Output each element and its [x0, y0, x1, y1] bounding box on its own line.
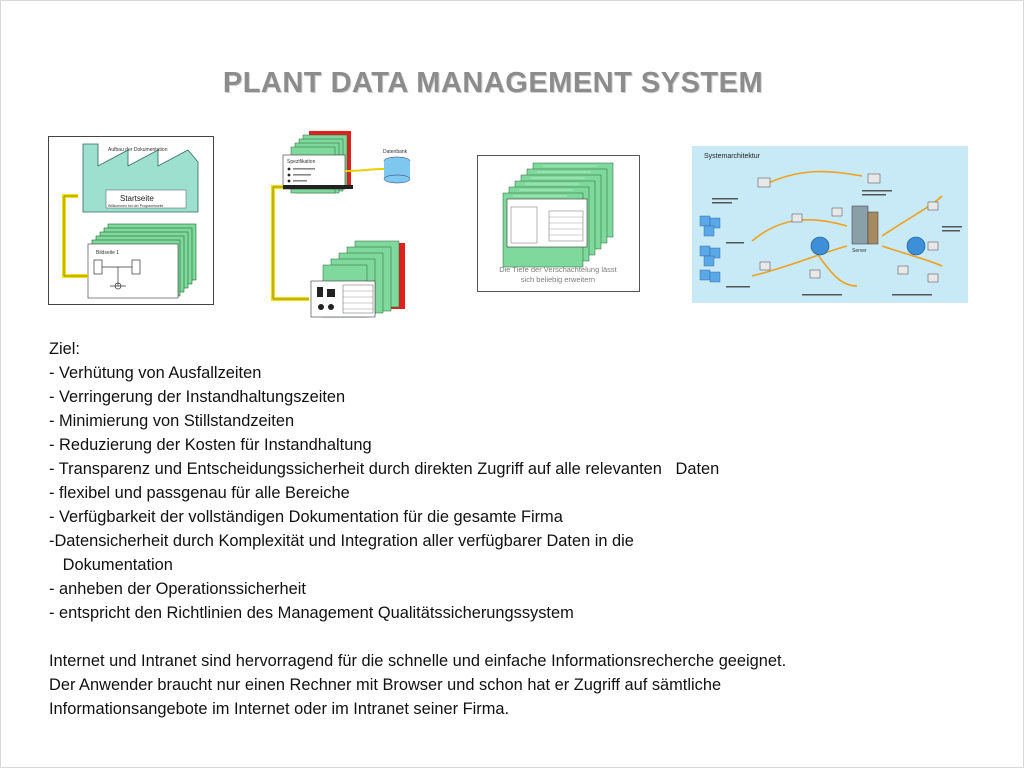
figure-system-architecture: Systemarchitektur Server — [692, 146, 968, 303]
goal-item-6: - flexibel und passgenau für alle Bereic… — [49, 484, 350, 502]
figure-specification-database: Spezifikation Datenbank — [263, 129, 425, 319]
paragraph-line-2: Der Anwender braucht nur einen Rechner m… — [49, 676, 722, 694]
goal-item-5: - Transparenz und Entscheidungssicherhei… — [49, 460, 720, 478]
goal-item-4: - Reduzierung der Kosten für Instandhalt… — [49, 436, 372, 454]
fig1-sub-label: Bildseite 1 — [96, 250, 119, 256]
fig4-server-label: Server — [852, 248, 867, 254]
figure-documentation-structure: Aufbau der Dokumentation Startseite Will… — [48, 136, 214, 305]
goal-item-8-cont: Dokumentation — [49, 556, 173, 574]
goal-heading: Ziel: — [49, 340, 80, 358]
goal-item-1: - Verhütung von Ausfallzeiten — [49, 364, 262, 382]
figure-nesting-depth: Die Tiefe der Verschachtelung lässt sich… — [477, 155, 640, 292]
fig2-spec-label: Spezifikation — [287, 159, 316, 165]
fig1-start-sub: Willkommen bei der Programmseite — [108, 204, 163, 208]
spacer — [49, 625, 989, 649]
goal-item-2: - Verringerung der Instandhaltungszeiten — [49, 388, 346, 406]
fig1-start-title: Startseite — [120, 194, 154, 203]
goal-item-10: - entspricht den Richtlinien des Managem… — [49, 604, 574, 622]
goal-item-8: -Datensicherheit durch Komplexität und I… — [49, 532, 634, 550]
fig3-caption-2: sich beliebig erweitern — [521, 275, 595, 284]
goal-item-3: - Minimierung von Stillstandzeiten — [49, 412, 295, 430]
fig3-caption-1: Die Tiefe der Verschachtelung lässt — [499, 265, 617, 274]
fig1-header: Aufbau der Dokumentation — [108, 147, 168, 153]
paragraph-line-3: Informationsangebote im Internet oder im… — [49, 700, 510, 718]
goal-item-9: - anheben der Operationssicherheit — [49, 580, 306, 598]
body-text: Ziel: - Verhütung von Ausfallzeiten - Ve… — [49, 337, 989, 721]
slide-title: PLANT DATA MANAGEMENT SYSTEM — [222, 67, 764, 99]
paragraph-line-1: Internet und Intranet sind hervorragend … — [49, 652, 787, 670]
fig2-db-label: Datenbank — [383, 149, 408, 155]
goal-item-7: - Verfügbarkeit der vollständigen Dokume… — [49, 508, 563, 526]
fig4-header: Systemarchitektur — [704, 153, 761, 160]
